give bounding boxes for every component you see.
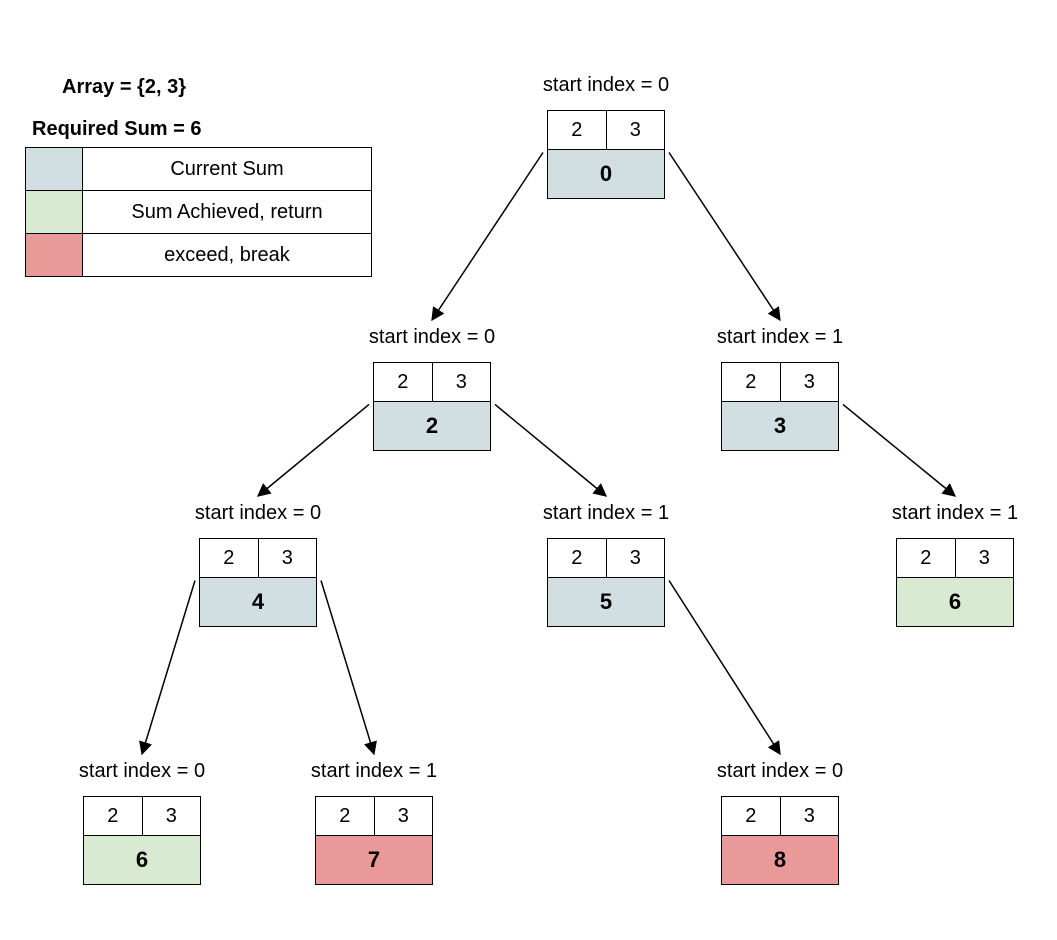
tree-edge-arrow bbox=[494, 403, 608, 497]
array-row: 2 3 bbox=[721, 362, 839, 401]
sum-cell: 6 bbox=[83, 835, 201, 885]
array-cell: 3 bbox=[605, 539, 665, 577]
start-index-label: start index = 0 bbox=[368, 326, 496, 348]
tree-edge-arrow bbox=[668, 580, 781, 756]
array-row: 2 3 bbox=[721, 796, 839, 835]
array-cell: 2 bbox=[339, 804, 351, 827]
array-row: 2 3 bbox=[83, 796, 201, 835]
required-sum-title: Required Sum = 6 bbox=[32, 118, 202, 140]
legend-row-current-sum: Current Sum bbox=[25, 147, 372, 191]
start-index-label: start index = 1 bbox=[542, 502, 670, 524]
legend-label: Sum Achieved, return bbox=[82, 190, 372, 234]
array-row: 2 3 bbox=[547, 110, 665, 149]
tree-edge-arrow bbox=[842, 403, 957, 497]
tree-node: start index = 1 2 3 5 bbox=[543, 502, 669, 627]
array-cell: 3 bbox=[779, 363, 839, 401]
legend: Current Sum Sum Achieved, return exceed,… bbox=[25, 147, 372, 277]
legend-swatch-achieved bbox=[25, 190, 83, 234]
sum-cell: 3 bbox=[721, 401, 839, 451]
sum-cell: 5 bbox=[547, 577, 665, 627]
tree-node: start index = 1 2 3 6 bbox=[892, 502, 1018, 627]
legend-row-exceed: exceed, break bbox=[25, 233, 372, 277]
array-row: 2 3 bbox=[896, 538, 1014, 577]
start-index-label: start index = 0 bbox=[78, 760, 206, 782]
start-index-label: start index = 0 bbox=[194, 502, 322, 524]
tree-edge-arrow bbox=[320, 580, 377, 756]
tree-node: start index = 1 2 3 7 bbox=[311, 760, 437, 885]
tree-edge-arrow bbox=[668, 152, 781, 322]
sum-cell: 4 bbox=[199, 577, 317, 627]
sum-cell: 7 bbox=[315, 835, 433, 885]
array-cell: 3 bbox=[605, 111, 665, 149]
tree-edge-arrow bbox=[139, 580, 196, 756]
tree-edge-arrow bbox=[256, 403, 370, 497]
tree-node: start index = 0 2 3 8 bbox=[717, 760, 843, 885]
legend-row-sum-achieved: Sum Achieved, return bbox=[25, 190, 372, 234]
sum-cell: 8 bbox=[721, 835, 839, 885]
array-cell: 3 bbox=[954, 539, 1014, 577]
array-row: 2 3 bbox=[547, 538, 665, 577]
array-cell: 2 bbox=[920, 546, 932, 569]
start-index-label: start index = 1 bbox=[891, 502, 1019, 524]
start-index-label: start index = 1 bbox=[716, 326, 844, 348]
array-cell: 2 bbox=[397, 370, 409, 393]
array-row: 2 3 bbox=[315, 796, 433, 835]
array-row: 2 3 bbox=[199, 538, 317, 577]
array-cell: 2 bbox=[571, 546, 583, 569]
tree-node: start index = 0 2 3 6 bbox=[79, 760, 205, 885]
array-cell: 3 bbox=[141, 797, 201, 835]
legend-label: Current Sum bbox=[82, 147, 372, 191]
array-cell: 2 bbox=[571, 118, 583, 141]
sum-cell: 6 bbox=[896, 577, 1014, 627]
array-cell: 3 bbox=[257, 539, 317, 577]
sum-cell: 0 bbox=[547, 149, 665, 199]
legend-swatch-exceed bbox=[25, 233, 83, 277]
legend-label: exceed, break bbox=[82, 233, 372, 277]
array-row: 2 3 bbox=[373, 362, 491, 401]
tree-node: start index = 0 2 3 0 bbox=[543, 74, 669, 199]
array-cell: 2 bbox=[745, 804, 757, 827]
tree-node: start index = 0 2 3 4 bbox=[195, 502, 321, 627]
array-cell: 2 bbox=[107, 804, 119, 827]
tree-node: start index = 1 2 3 3 bbox=[717, 326, 843, 451]
start-index-label: start index = 1 bbox=[310, 760, 438, 782]
array-cell: 3 bbox=[779, 797, 839, 835]
tree-edge-arrow bbox=[431, 152, 544, 322]
array-cell: 3 bbox=[373, 797, 433, 835]
array-title: Array = {2, 3} bbox=[62, 76, 186, 98]
array-cell: 2 bbox=[745, 370, 757, 393]
start-index-label: start index = 0 bbox=[716, 760, 844, 782]
array-cell: 3 bbox=[431, 363, 491, 401]
start-index-label: start index = 0 bbox=[542, 74, 670, 96]
legend-swatch-current bbox=[25, 147, 83, 191]
tree-node: start index = 0 2 3 2 bbox=[369, 326, 495, 451]
array-cell: 2 bbox=[223, 546, 235, 569]
sum-cell: 2 bbox=[373, 401, 491, 451]
